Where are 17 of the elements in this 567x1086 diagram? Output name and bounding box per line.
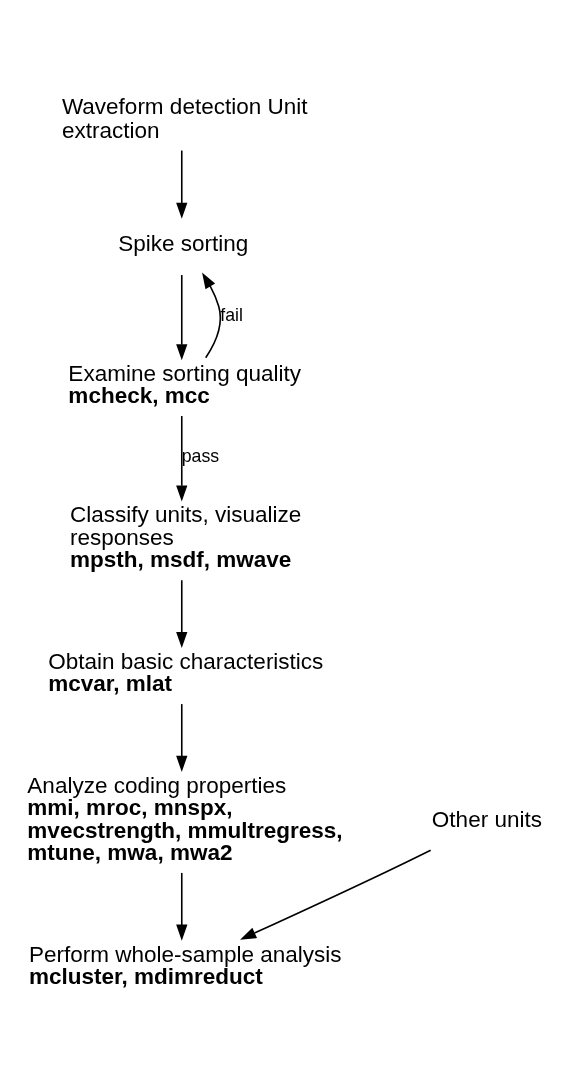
- arrow: [240, 849, 432, 940]
- arrow: [202, 272, 222, 359]
- arrow: [176, 274, 188, 361]
- node-text: Obtain basic characteristics mcvar, mlat: [48, 648, 324, 697]
- arrow: [176, 872, 188, 941]
- edge-label: pass: [181, 446, 220, 467]
- arrow: [176, 579, 188, 648]
- arrow: [176, 149, 188, 219]
- node-text: Examine sorting quality mcheck, mcc: [68, 360, 301, 409]
- arrow: [176, 415, 188, 502]
- node-text: Other units: [431, 807, 542, 833]
- node-text: Classify units, visualize responses mpsth, msdf, mwave: [69, 502, 302, 573]
- node-text: Analyze coding properties mmi, mroc, mnspx, mvecstrength, mmultregress, mtune, mwa, mwa2: [27, 772, 343, 866]
- arrow: [176, 703, 188, 772]
- node-text: Spike sorting: [118, 231, 249, 257]
- node-text: Waveform detection Unit extraction: [61, 93, 308, 144]
- node-text: Perform whole-sample analysis mcluster, mdimreduct: [28, 941, 342, 990]
